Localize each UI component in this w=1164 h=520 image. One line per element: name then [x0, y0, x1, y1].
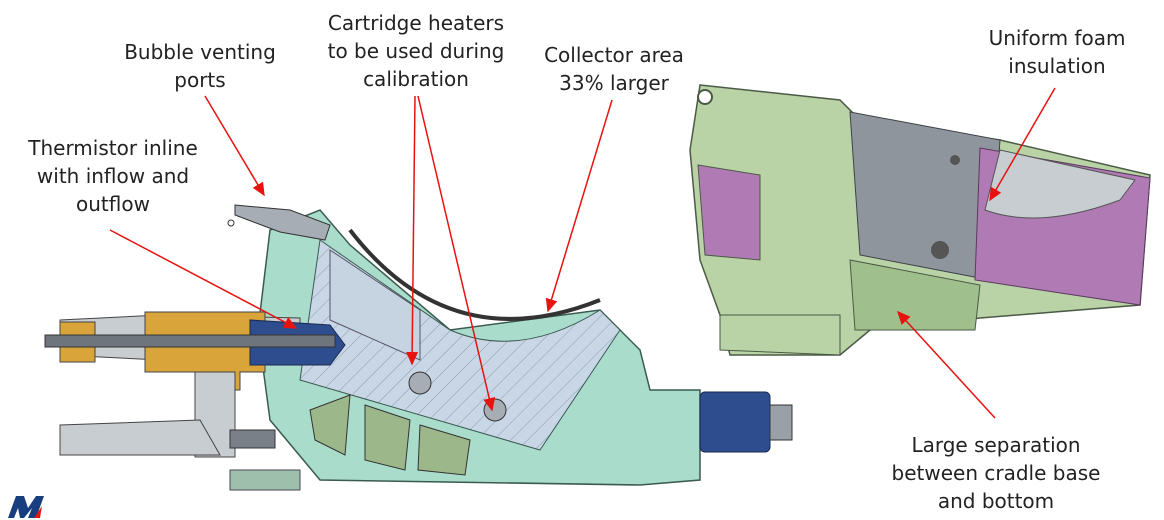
- label-line: Cartridge heaters: [327, 11, 505, 35]
- label-line: with inflow and: [36, 164, 190, 188]
- label-line: Thermistor inline: [28, 136, 198, 160]
- label-bubble-venting: Bubble venting ports: [124, 38, 276, 94]
- label-line: insulation: [1008, 54, 1106, 78]
- label-collector-area: Collector area 33% larger: [544, 41, 684, 97]
- label-line: Uniform foam: [988, 26, 1126, 50]
- label-line: Bubble venting: [124, 40, 276, 64]
- label-large-separation: Large separation between cradle base and…: [892, 431, 1101, 515]
- label-line: ports: [174, 68, 226, 92]
- label-thermistor: Thermistor inline with inflow and outflo…: [28, 134, 198, 218]
- arrow-heater-1: [406, 95, 419, 366]
- label-line: between cradle base: [891, 461, 1101, 485]
- arrow-collector: [545, 99, 613, 313]
- label-line: 33% larger: [559, 71, 669, 95]
- arrow-foam: [989, 87, 1056, 202]
- label-line: and bottom: [937, 489, 1055, 513]
- arrow-thermistor: [109, 229, 298, 329]
- label-line: to be used during: [327, 39, 505, 63]
- cradle-cross-section: [44, 204, 793, 491]
- arrow-bubble: [204, 95, 265, 197]
- label-line: calibration: [363, 67, 469, 91]
- label-cartridge-heaters: Cartridge heaters to be used during cali…: [328, 9, 505, 93]
- label-foam-insulation: Uniform foam insulation: [989, 24, 1126, 80]
- label-line: Large separation: [911, 433, 1081, 457]
- arrow-heater-2: [417, 95, 496, 412]
- label-line: outflow: [76, 192, 150, 216]
- company-logo: [8, 496, 44, 518]
- label-line: Collector area: [544, 43, 684, 67]
- arrow-separation: [896, 310, 996, 419]
- insulated-cradle-assembly: [689, 84, 1151, 356]
